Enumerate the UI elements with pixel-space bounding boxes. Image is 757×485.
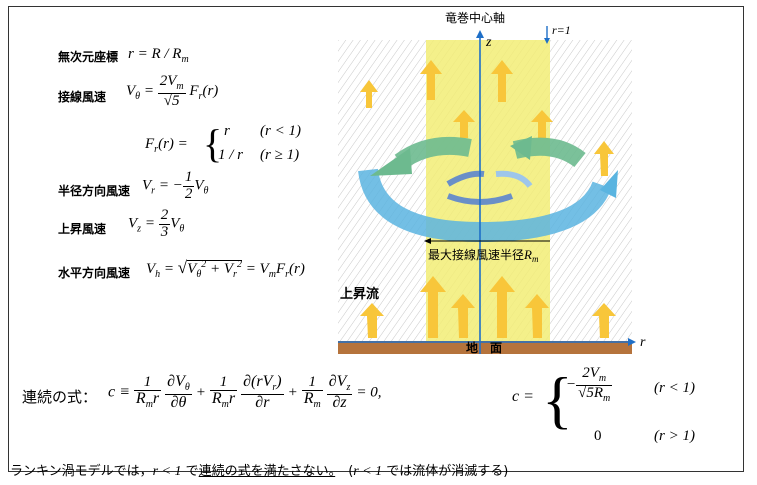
- c-case-1: −2Vm√5Rm: [566, 365, 613, 404]
- updraft-arrow: [451, 294, 475, 338]
- updraft-arrow: [531, 110, 553, 138]
- updraft-arrow: [491, 60, 513, 102]
- r1-pointer-head: [544, 38, 550, 44]
- updraft-arrow: [489, 276, 515, 338]
- brace-c: {: [542, 364, 573, 435]
- figure-frame: [8, 6, 744, 472]
- c-cond-2: (r > 1): [654, 428, 695, 444]
- r1-label: r=1: [552, 23, 571, 37]
- outer-swirl-arrowhead: [600, 170, 618, 198]
- axis-top-label: 竜巻中心軸: [445, 10, 505, 25]
- brace-fr: {: [203, 121, 223, 166]
- updraft-arrow: [420, 60, 442, 100]
- bottom-note: ランキン渦モデルでは，r < 1 で連続の式を満たさない。 (r < 1 では流…: [10, 464, 509, 479]
- ground-strip: [338, 341, 632, 354]
- r-axis-label: r: [640, 335, 646, 350]
- updraft-arrow: [592, 303, 616, 338]
- eq-horizontal-wind: Vh = √Vθ2 + Vr2 = VmFr(r): [146, 258, 305, 280]
- label-tangential-wind: 接線風速: [58, 90, 107, 104]
- updraft-arrow: [360, 80, 378, 108]
- ground-label: 地 面: [466, 340, 502, 355]
- updraft-arrow: [360, 303, 384, 338]
- label-horizontal-wind: 水平方向風速: [58, 266, 131, 280]
- inner-swirl-upper-right: [495, 170, 533, 188]
- c-case-2: 0: [594, 428, 602, 444]
- updraft-arrow: [420, 276, 446, 338]
- z-label: z: [485, 35, 492, 50]
- fr-cond-1: (r < 1): [260, 123, 301, 139]
- c-cond-1: (r < 1): [654, 380, 695, 396]
- c-symbol: c =: [512, 388, 534, 405]
- max-radius-label: 最大接線風速半径Rm: [428, 247, 539, 264]
- swirl-arrowhead-right: [510, 136, 532, 160]
- label-radial-wind: 半径方向風速: [58, 184, 131, 198]
- fr-cond-2: (r ≥ 1): [260, 147, 300, 163]
- eq-dimensionless: r = R / Rm: [128, 46, 189, 65]
- updraft-arrow: [453, 110, 475, 138]
- eq-tangential-wind: Vθ = 2Vm√5 Fr(r): [126, 73, 219, 109]
- continuity-label: 連続の式：: [22, 388, 98, 406]
- swirl-arrowhead-left: [370, 148, 412, 176]
- fr-case-2: 1 / r: [218, 147, 244, 163]
- updraft-arrows: [360, 60, 616, 338]
- updraft-arrow: [594, 141, 614, 176]
- r-axis-arrowhead: [628, 338, 636, 346]
- label-dimensionless-coordinate: 無次元座標: [58, 50, 119, 64]
- updraft-label: 上昇流: [340, 286, 379, 302]
- label-updraft-wind: 上昇風速: [58, 222, 107, 236]
- underlined-phrase: 連続の式を満たさない。: [198, 464, 336, 479]
- fr-case-1: r: [224, 123, 230, 139]
- inner-swirl-upper-left: [446, 170, 485, 187]
- updraft-arrow: [525, 294, 549, 338]
- core-hatch: [426, 40, 550, 342]
- eq-fr-piecewise: Fr(r) =: [145, 136, 188, 155]
- z-axis-arrowhead: [476, 30, 484, 38]
- max-radius-arrowhead: [424, 238, 431, 244]
